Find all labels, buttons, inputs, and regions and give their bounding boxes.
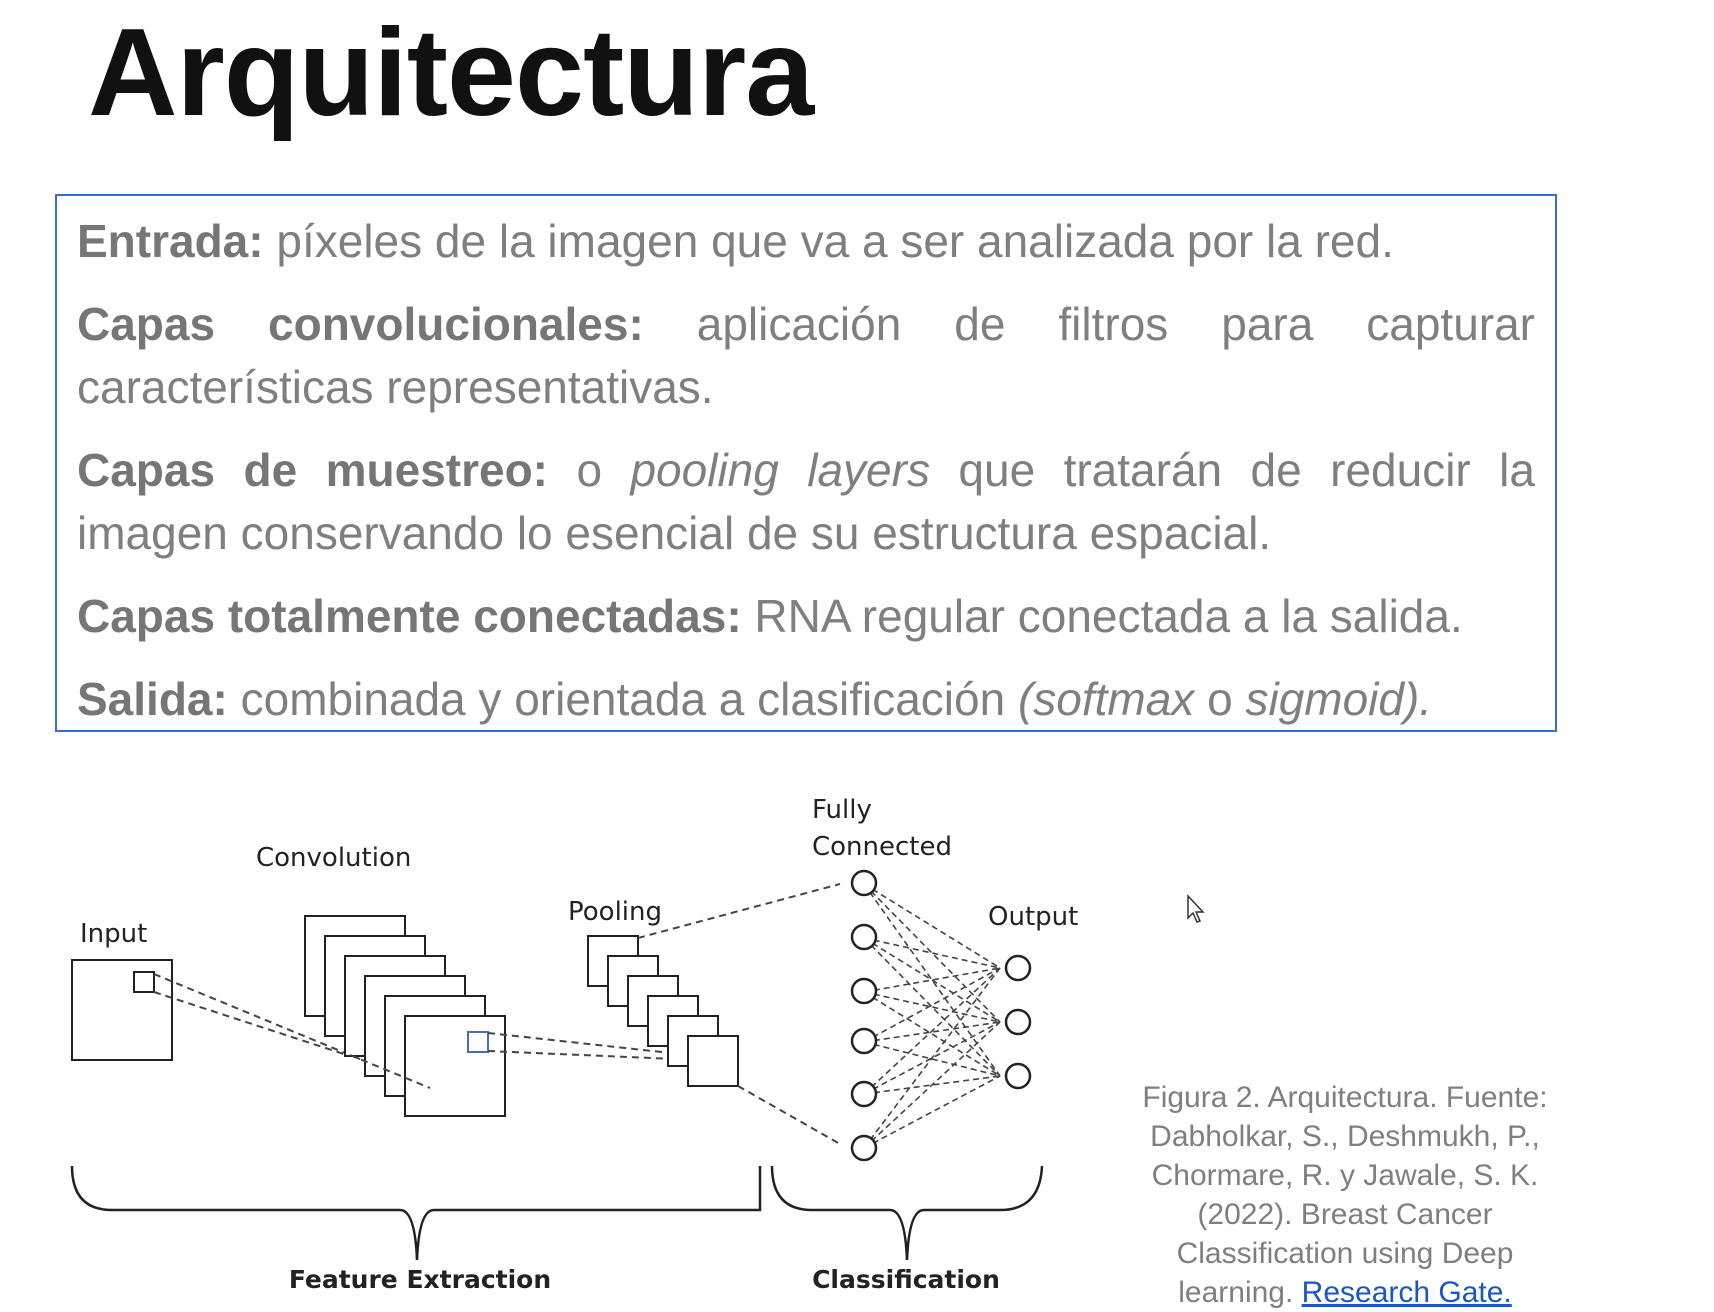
output-layer: [1004, 954, 1032, 1090]
item-capas-convolucionales: Capas convolucionales: aplicación de fil…: [77, 293, 1535, 419]
input-square: [71, 959, 173, 1061]
item-term: Capas de muestreo:: [77, 444, 549, 496]
item-entrada: Entrada: píxeles de la imagen que va a s…: [77, 210, 1535, 273]
item-salida: Salida: combinada y orientada a clasific…: [77, 668, 1535, 731]
item-term: Entrada:: [77, 215, 264, 267]
fc-node: [850, 1080, 878, 1108]
convolution-stack: [304, 915, 506, 1117]
classification-brace: [770, 1165, 1044, 1261]
research-gate-link[interactable]: Research Gate.: [1301, 1276, 1512, 1309]
slide-title: Arquitectura: [88, 4, 814, 142]
conv-dashed-line: [487, 1050, 699, 1061]
mouse-pointer-icon: [1187, 894, 1205, 923]
input-receptive-field: [133, 971, 155, 993]
fc-node: [850, 1027, 878, 1055]
conv-dashed-line: [349, 1054, 431, 1089]
cnn-architecture-diagram: Input Convolution Pooling Fully Connecte…: [70, 795, 1078, 1294]
item-text: pooling layers: [630, 444, 930, 496]
item-capas-conectadas: Capas totalmente conectadas: RNA regular…: [77, 585, 1535, 648]
fc-node: [850, 977, 878, 1005]
item-text: (softmax: [1017, 673, 1195, 725]
item-text: que tratarán de reducir la imagen conser…: [77, 444, 1535, 559]
item-term: Salida:: [77, 673, 228, 725]
input-dashed-line: [153, 991, 351, 1057]
pool-dashed-line: [637, 883, 841, 939]
input-dashed-line: [153, 973, 431, 1089]
pooled-map: [687, 1035, 739, 1087]
feature-extraction-brace: [70, 1165, 762, 1261]
fc-node: [850, 869, 878, 897]
output-node: [1004, 1062, 1032, 1090]
fully-connected-label-1: Fully: [812, 795, 872, 825]
fc-node: [850, 1134, 878, 1162]
caption-text: Figura 2. Arquitectura. Fuente: Dabholka…: [1142, 1081, 1548, 1309]
item-text: RNA regular conectada a la salida.: [741, 590, 1463, 642]
pool-dashed-line: [737, 1085, 841, 1145]
conv-receptive-field: [467, 1031, 489, 1053]
input-label: Input: [80, 919, 147, 949]
feature-extraction-label: Feature Extraction: [289, 1265, 551, 1294]
item-capas-muestreo: Capas de muestreo: o pooling layers que …: [77, 439, 1535, 565]
item-text: combinada y orientada a clasificación: [227, 673, 1018, 725]
layers-description-box: Entrada: píxeles de la imagen que va a s…: [55, 194, 1557, 732]
fc-layer: [850, 869, 878, 1162]
feature-map: [404, 1015, 506, 1117]
classification-label: Classification: [812, 1265, 1000, 1294]
output-node: [1004, 954, 1032, 982]
item-text: sigmoid).: [1245, 673, 1433, 725]
item-text: o: [548, 444, 631, 496]
pooling-label: Pooling: [568, 897, 662, 927]
output-label: Output: [988, 902, 1078, 932]
item-term: Capas totalmente conectadas:: [77, 590, 742, 642]
item-text: píxeles de la imagen que va a ser analiz…: [263, 215, 1394, 267]
pooling-stack: [587, 935, 739, 1087]
item-text: aplicación de filtros para capturar cara…: [77, 298, 1535, 413]
item-text: o: [1194, 673, 1246, 725]
fc-node: [850, 923, 878, 951]
output-node: [1004, 1008, 1032, 1036]
fc-output-connections: [863, 883, 1001, 1149]
figure-caption: Figura 2. Arquitectura. Fuente: Dabholka…: [1130, 1078, 1560, 1312]
fully-connected-label-2: Connected: [812, 832, 952, 862]
convolution-label: Convolution: [256, 843, 411, 873]
item-term: Capas convolucionales:: [77, 298, 644, 350]
